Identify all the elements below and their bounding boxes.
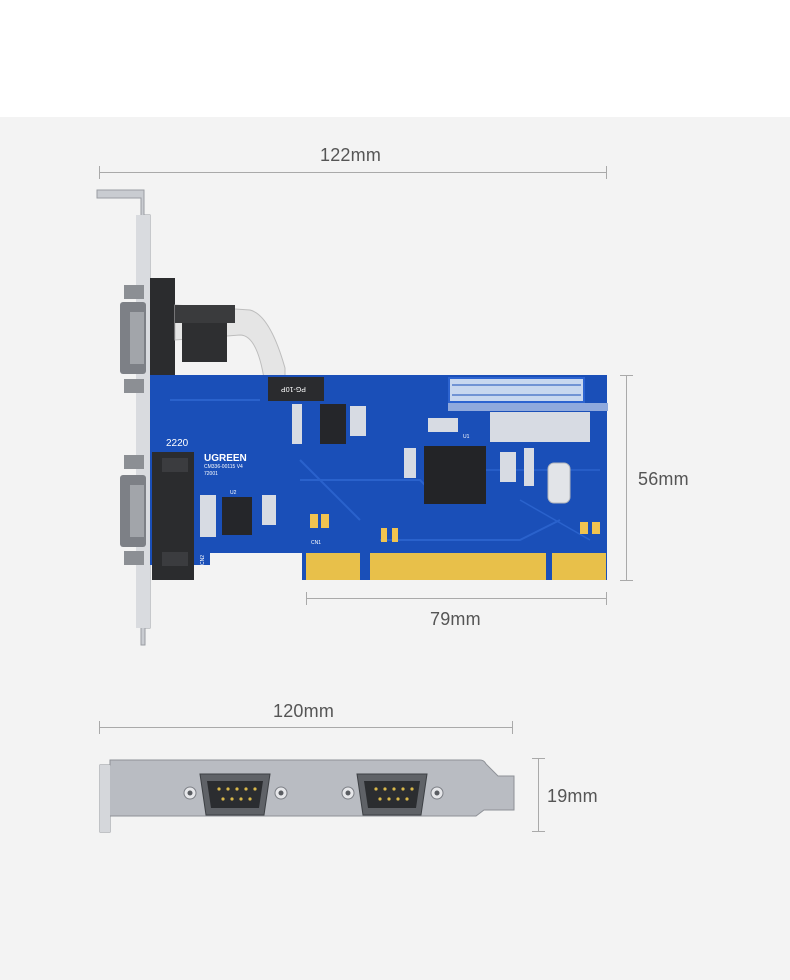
dim-line-bracket-height <box>538 758 539 832</box>
dim-tick-bracket-left <box>99 721 100 734</box>
gold-fingers <box>306 553 606 580</box>
pcb-model-code: 2220 <box>166 438 189 449</box>
dim-tick-right <box>606 166 607 179</box>
pcb-brand: UGREEN <box>204 453 247 464</box>
pcb-board-id: CM336-00115 V4 <box>204 464 243 470</box>
bracket-length-label: 120mm <box>273 701 335 721</box>
dim-tick-finger-right <box>606 592 607 605</box>
finger-length-label: 79mm <box>430 609 481 629</box>
dim-tick-left <box>99 166 100 179</box>
dim-tick-bracket-bottom <box>532 831 545 832</box>
dim-tick-bottom <box>620 580 633 581</box>
pcb-board <box>150 375 608 580</box>
dim-line-finger-length <box>306 598 607 599</box>
dim-line-card-length <box>99 172 607 173</box>
db9-port-right <box>341 773 444 816</box>
dim-tick-finger-left <box>306 592 307 605</box>
pin-header <box>448 377 585 403</box>
card-height-label: 56mm <box>638 469 689 489</box>
dim-tick-bracket-top <box>532 758 545 759</box>
pcb-chip-u2: U2 <box>230 490 237 496</box>
pcb-cn1: CN1 <box>311 540 322 546</box>
dim-tick-top <box>620 375 633 376</box>
db9-connector-bottom <box>120 452 194 580</box>
bracket-height-label: 19mm <box>547 786 598 806</box>
ribbon-cable <box>174 304 286 386</box>
db9-port-left <box>183 773 288 816</box>
pcb-serial: 72001 <box>204 471 218 477</box>
dim-tick-bracket-right <box>512 721 513 734</box>
pcb-chip-u1: U1 <box>463 434 470 440</box>
dim-line-card-height <box>626 375 627 580</box>
card-length-label: 122mm <box>320 145 382 165</box>
dim-line-bracket-length <box>99 727 513 728</box>
